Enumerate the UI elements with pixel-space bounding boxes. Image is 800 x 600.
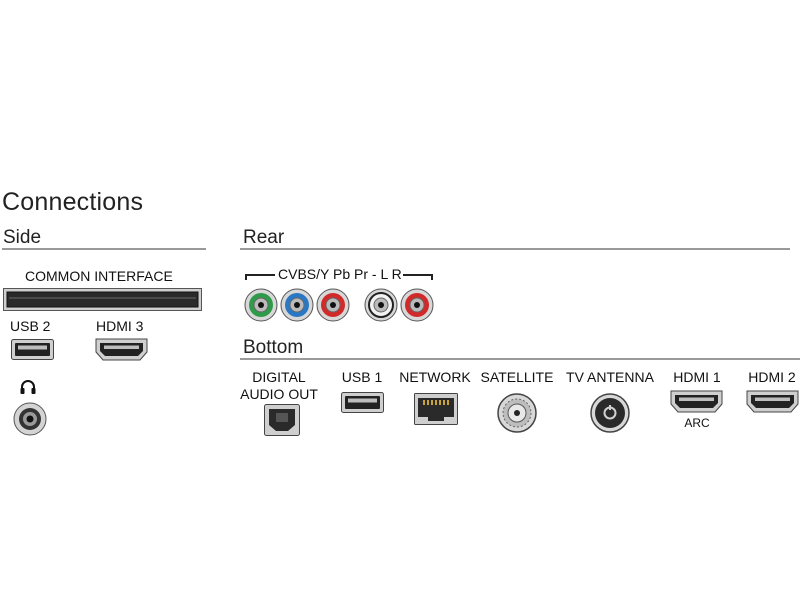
rca-jack-icon — [280, 288, 314, 322]
rca-jack-white-l[interactable] — [364, 288, 398, 322]
page-title: Connections — [2, 188, 144, 216]
headphone-jack-icon — [13, 402, 47, 436]
rca-jack-red-r[interactable] — [400, 288, 434, 322]
usb1-label: USB 1 — [341, 369, 383, 385]
common-interface-slot[interactable] — [3, 288, 202, 311]
tv-antenna-label: TV ANTENNA — [566, 369, 654, 385]
rear-group-label: CVBS/Y Pb Pr - L R — [278, 266, 402, 282]
digital-audio-out-label-line1: DIGITAL — [252, 369, 306, 385]
side-divider — [2, 248, 206, 250]
hdmi2-port[interactable] — [746, 390, 799, 413]
usb-port-icon — [341, 392, 384, 413]
antenna-connector-icon — [590, 393, 630, 433]
digital-audio-out-label-line2: AUDIO OUT — [240, 386, 318, 402]
tv-antenna-port[interactable] — [590, 393, 630, 433]
rear-bracket-right — [403, 274, 432, 276]
satellite-port[interactable] — [497, 393, 537, 433]
rear-bracket-left-tick — [245, 274, 247, 280]
rca-jack-icon — [400, 288, 434, 322]
usb2-label: USB 2 — [10, 318, 51, 334]
common-interface-label: COMMON INTERFACE — [25, 268, 173, 284]
rca-jack-icon — [244, 288, 278, 322]
hdmi3-label: HDMI 3 — [96, 318, 144, 334]
hdmi-port-icon — [746, 390, 799, 413]
hdmi-port-icon — [670, 390, 723, 413]
rca-jack-green[interactable] — [244, 288, 278, 322]
hdmi2-label: HDMI 2 — [748, 369, 796, 385]
hdmi-port-icon — [95, 338, 148, 361]
headphone-icon — [19, 379, 37, 395]
section-bottom-heading: Bottom — [243, 337, 304, 358]
optical-audio-port-icon — [264, 404, 300, 436]
rca-jack-blue[interactable] — [280, 288, 314, 322]
rear-divider — [240, 248, 790, 250]
hdmi1-arc-label: ARC — [684, 416, 710, 430]
rca-jack-icon — [364, 288, 398, 322]
digital-audio-out-label: DIGITAL AUDIO OUT — [240, 369, 318, 403]
usb1-port[interactable] — [341, 392, 384, 413]
hdmi1-label: HDMI 1 — [673, 369, 721, 385]
section-rear-heading: Rear — [243, 227, 285, 248]
network-label: NETWORK — [399, 369, 471, 385]
section-side-heading: Side — [3, 227, 42, 248]
rca-jack-red-pr[interactable] — [316, 288, 350, 322]
network-port[interactable] — [414, 393, 458, 425]
usb-port-icon — [11, 339, 54, 360]
ethernet-port-icon — [414, 393, 458, 425]
usb2-port[interactable] — [11, 339, 54, 360]
digital-audio-out-port[interactable] — [264, 404, 300, 436]
headphone-jack[interactable] — [13, 402, 47, 436]
bottom-divider — [240, 358, 800, 360]
rear-bracket-left — [246, 274, 275, 276]
coax-connector-icon — [497, 393, 537, 433]
hdmi3-port[interactable] — [95, 338, 148, 361]
rca-jack-icon — [316, 288, 350, 322]
rear-bracket-right-tick — [431, 274, 433, 280]
satellite-label: SATELLITE — [480, 369, 554, 385]
hdmi1-port[interactable] — [670, 390, 723, 413]
